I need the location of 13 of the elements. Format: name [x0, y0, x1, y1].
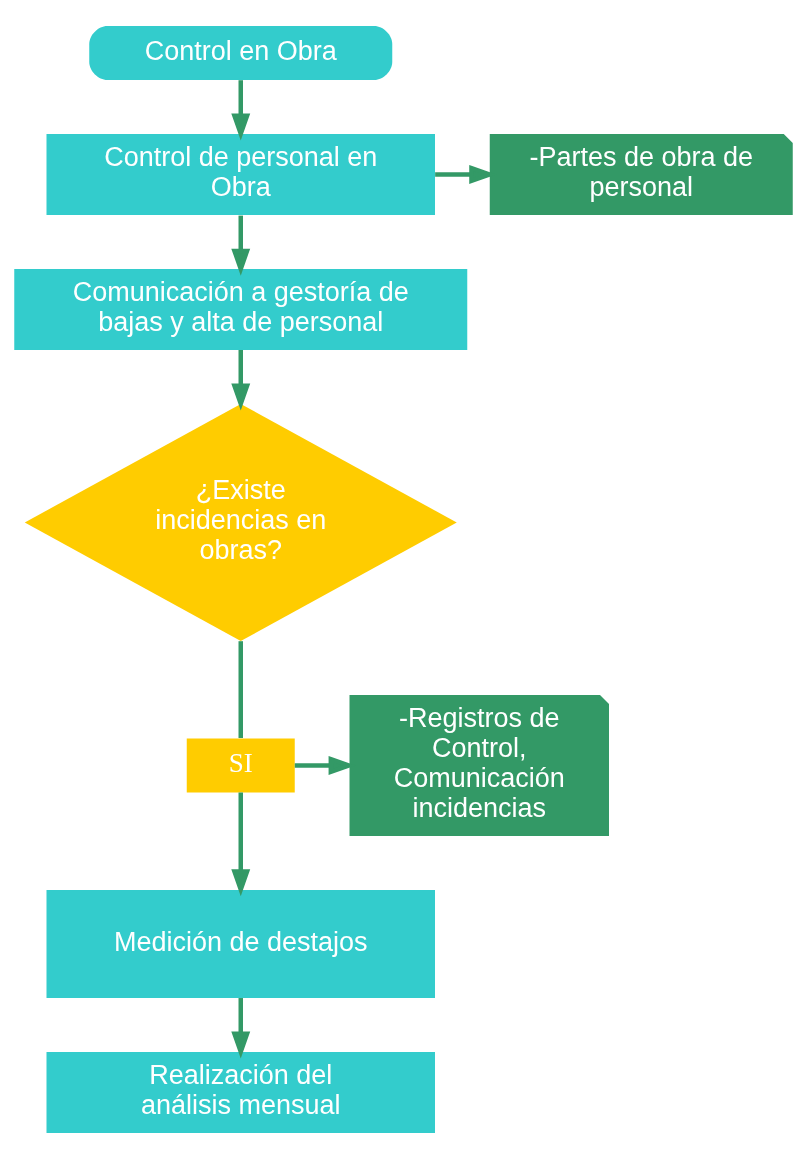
node-box: Control en Obra	[89, 25, 393, 80]
node-box: Control de personal en Obra	[46, 133, 435, 215]
arrow	[231, 79, 251, 141]
arrow	[231, 792, 251, 896]
node-box: Medición de destajos	[46, 889, 435, 998]
node-box: Comunicación a gestoría de bajas y alta de personal	[14, 268, 468, 350]
node-diamond: ¿Existe incidencias en obras?	[24, 403, 457, 641]
node-box: SI	[186, 738, 295, 792]
arrow	[231, 997, 251, 1059]
node-box: Realización del análisis mensual	[46, 1051, 435, 1133]
connector	[238, 640, 243, 738]
arrow	[231, 349, 251, 410]
arrow	[231, 215, 251, 276]
